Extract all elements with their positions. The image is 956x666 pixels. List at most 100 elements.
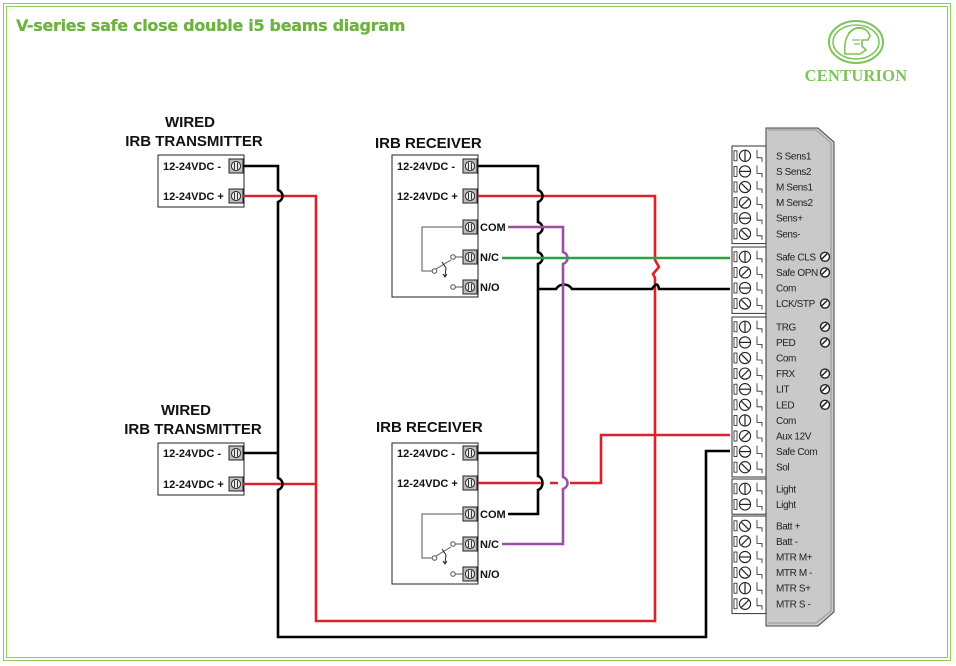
receiver-2: IRB RECEIVER 12-24VDC - 12-24VDC + COM N… (376, 419, 506, 585)
controller-terminal-label: Safe Com (776, 447, 817, 458)
transmitter-1-terminal-neg-label: 12-24VDC - (163, 161, 221, 173)
controller-terminal-label: Safe OPN (776, 268, 818, 279)
receiver-1-terminal-pos (462, 188, 478, 204)
controller-terminal (733, 535, 763, 548)
receiver-1-terminal-neg-label: 12-24VDC - (397, 161, 455, 173)
status-led-icon (819, 298, 831, 309)
controller-terminal-label: Batt - (776, 537, 798, 548)
transmitter-2-terminal-pos-label: 12-24VDC + (163, 479, 224, 491)
centurion-helmet-icon (828, 20, 884, 64)
controller-terminal (733, 582, 763, 595)
controller-terminal-label: Sol (776, 463, 789, 474)
receiver-2-title: IRB RECEIVER (376, 419, 483, 436)
controller-terminal-label: Sens+ (776, 214, 803, 225)
diagram-title: V-series safe close double i5 beams diag… (16, 16, 406, 35)
receiver-2-nc-label: N/C (480, 539, 499, 551)
controller-body (765, 127, 835, 627)
controller-terminal (733, 320, 763, 333)
controller-terminal-label: TRG (776, 322, 797, 333)
controller-terminal-label: MTR M - (776, 568, 812, 579)
receiver-1-no-label: N/O (480, 282, 500, 294)
outer-frame (3, 3, 951, 661)
transmitter-1-terminal-pos-label: 12-24VDC + (163, 191, 224, 203)
controller-terminal (733, 196, 763, 209)
controller-terminal-label: Com (776, 416, 796, 427)
controller-terminal-label: LCK/STP (776, 299, 816, 310)
wires (243, 164, 730, 639)
controller-terminal-label: PED (776, 338, 796, 349)
controller-terminal-label: Com (776, 354, 796, 365)
transmitter-1: WIRED IRB TRANSMITTER 12-24VDC - 12-24VD… (125, 114, 263, 208)
brand-name: CENTURION (804, 66, 908, 85)
receiver-2-terminal-pos (462, 475, 478, 491)
controller-terminal (733, 482, 763, 495)
transmitter-1-terminal-pos (228, 188, 244, 204)
controller-terminal (733, 597, 763, 610)
controller-terminal (733, 461, 763, 474)
wire-negative (243, 164, 730, 639)
controller-terminal (733, 180, 763, 194)
controller-terminal (733, 351, 763, 365)
controller-terminal (733, 429, 763, 443)
receiver-2-no-label: N/O (480, 569, 500, 581)
transmitter-2-terminal-neg (228, 445, 244, 461)
controller-terminal (733, 227, 763, 240)
controller-terminal (733, 566, 763, 579)
controller-terminal-label: Aux 12V (776, 432, 812, 443)
status-led-icon (819, 267, 831, 278)
controller-terminal (733, 550, 763, 564)
status-led-icon (819, 337, 831, 348)
controller-terminal-label: MTR M+ (776, 553, 813, 564)
receiver-1-title: IRB RECEIVER (375, 135, 482, 152)
transmitter-2: WIRED IRB TRANSMITTER 12-24VDC - 12-24VD… (124, 402, 262, 496)
receiver-2-terminal-neg (462, 445, 478, 461)
controller-terminal (733, 149, 763, 162)
controller-terminal-label: Sens- (776, 229, 800, 240)
receiver-1-nc-label: N/C (480, 252, 499, 264)
status-led-icon (819, 383, 831, 395)
receiver-1-terminal-com (462, 219, 478, 235)
receiver-1-terminal-nc (462, 249, 478, 265)
controller-terminal-label: M Sens2 (776, 198, 814, 209)
controller-terminal-label: MTR S - (776, 599, 810, 610)
status-led-icon (819, 368, 831, 379)
receiver-1-terminal-no (462, 279, 478, 295)
centurion-logo: CENTURION (796, 18, 916, 88)
terminal-blocks (731, 145, 767, 615)
inner-frame (6, 6, 948, 658)
receiver-1: IRB RECEIVER 12-24VDC - 12-24VDC + COM N… (375, 135, 506, 298)
receiver-2-com-label: COM (480, 509, 506, 521)
controller-terminal-label: Safe CLS (776, 252, 816, 263)
controller-terminal-label: Com (776, 284, 796, 295)
controller-terminal-label: Light (776, 484, 796, 495)
controller-terminal (733, 498, 763, 511)
receiver-2-relay-switch-icon (421, 513, 463, 577)
controller-terminal (733, 519, 763, 532)
status-led-icon (819, 321, 831, 333)
controller-terminal-label: Light (776, 500, 796, 511)
controller-terminal (733, 281, 763, 295)
controller-terminal-label: S Sens1 (776, 151, 812, 162)
receiver-2-terminal-nc (462, 536, 478, 552)
receiver-1-terminal-neg (462, 158, 478, 174)
controller-terminal (733, 212, 763, 225)
controller-terminal (733, 445, 763, 458)
terminal-block-1 (731, 145, 767, 245)
controller-terminal (733, 250, 763, 263)
transmitter-2-title-line2: IRB TRANSMITTER (124, 421, 262, 438)
receiver-1-relay-switch-icon (421, 226, 463, 290)
controller-terminal (733, 414, 763, 427)
controller-terminal (733, 367, 763, 380)
status-led-icon (819, 399, 831, 411)
receiver-2-terminal-com (462, 506, 478, 522)
terminal-block-5 (731, 515, 767, 615)
controller-terminal-label: FRX (776, 369, 796, 380)
status-led-icon (819, 251, 831, 263)
controller-terminal-label: M Sens1 (776, 183, 814, 194)
controller-terminal-label: MTR S+ (776, 584, 811, 595)
transmitter-2-terminal-neg-label: 12-24VDC - (163, 448, 221, 460)
controller-terminal-label: LED (776, 400, 794, 411)
transmitter-1-terminal-neg (228, 158, 244, 174)
